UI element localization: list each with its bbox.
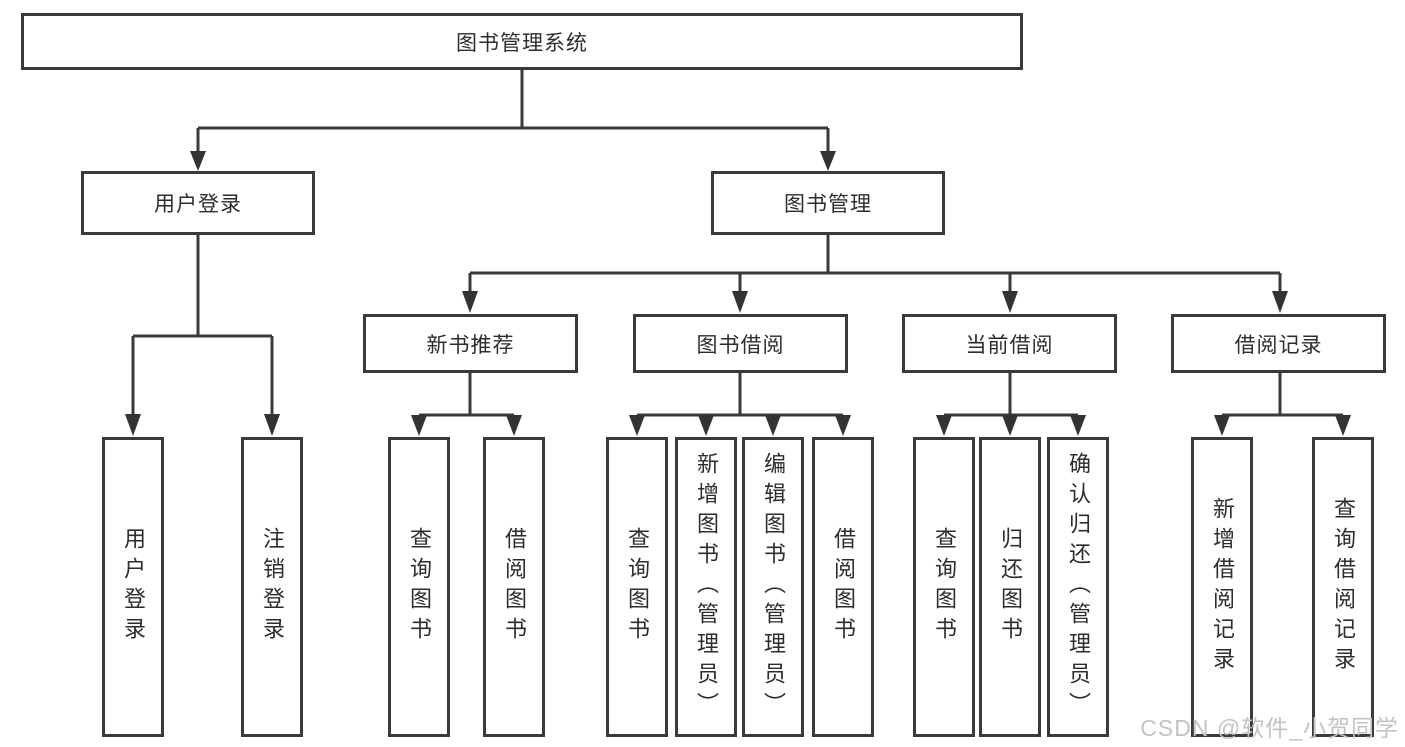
leaf-query-borrow-record: 查询借阅记录 <box>1312 437 1374 737</box>
leaf-query-book-current-label: 查询图书 <box>932 527 957 647</box>
node-borrow-records: 借阅记录 <box>1171 314 1386 373</box>
leaf-edit-book-admin-label: 编辑图书（管理员） <box>761 452 786 722</box>
arrow-down-icon <box>125 414 141 436</box>
arrow-down-icon <box>411 415 427 436</box>
node-library-system: 图书管理系统 <box>21 13 1023 70</box>
arrow-down-icon <box>1272 291 1288 313</box>
arrow-down-icon <box>698 415 714 436</box>
leaf-logout: 注销登录 <box>241 437 303 737</box>
node-user-login: 用户登录 <box>81 171 315 235</box>
arrow-down-icon <box>732 291 748 313</box>
arrow-down-icon <box>506 415 522 436</box>
edge-borrow-records-to-leaves <box>1214 373 1351 436</box>
arrow-down-icon <box>936 415 952 436</box>
arrow-down-icon <box>1002 291 1018 313</box>
edge-book-mgmt-to-level3 <box>462 235 1288 313</box>
leaf-return-book: 归还图书 <box>979 437 1041 737</box>
node-current-borrow-label: 当前借阅 <box>965 333 1054 357</box>
arrow-down-icon <box>1214 415 1230 436</box>
node-current-borrow: 当前借阅 <box>902 314 1117 373</box>
leaf-query-borrow-record-label: 查询借阅记录 <box>1331 497 1356 677</box>
node-library-system-label: 图书管理系统 <box>456 31 588 55</box>
edge-new-book-rec-to-leaves <box>411 373 522 436</box>
leaf-logout-label: 注销登录 <box>260 527 285 647</box>
leaf-confirm-return-admin-label: 确认归还（管理员） <box>1066 452 1091 722</box>
arrow-down-icon <box>190 151 206 171</box>
node-new-book-recommend-label: 新书推荐 <box>426 333 515 357</box>
leaf-borrow-book-borrow: 借阅图书 <box>812 437 874 737</box>
leaf-borrow-book-newrec: 借阅图书 <box>483 437 545 737</box>
edge-root-to-level2 <box>190 70 836 171</box>
arrow-down-icon <box>765 415 781 436</box>
arrow-down-icon <box>1335 415 1351 436</box>
leaf-query-book-current: 查询图书 <box>913 437 975 737</box>
node-book-borrow: 图书借阅 <box>633 314 848 373</box>
leaf-borrow-book-borrow-label: 借阅图书 <box>831 527 856 647</box>
leaf-borrow-book-newrec-label: 借阅图书 <box>502 527 527 647</box>
leaf-return-book-label: 归还图书 <box>998 527 1023 647</box>
arrow-down-icon <box>629 415 645 436</box>
node-borrow-records-label: 借阅记录 <box>1234 333 1323 357</box>
leaf-user-login: 用户登录 <box>102 437 164 737</box>
edge-user-login-to-leaves <box>125 235 280 436</box>
node-new-book-recommend: 新书推荐 <box>363 314 578 373</box>
arrow-down-icon <box>1002 415 1018 436</box>
leaf-add-book-admin-label: 新增图书（管理员） <box>694 452 719 722</box>
leaf-query-book-newrec: 查询图书 <box>388 437 450 737</box>
leaf-user-login-label: 用户登录 <box>121 527 146 647</box>
node-user-login-label: 用户登录 <box>154 193 242 216</box>
leaf-query-book-borrow: 查询图书 <box>606 437 668 737</box>
arrow-down-icon <box>820 151 836 171</box>
leaf-edit-book-admin: 编辑图书（管理员） <box>742 437 804 737</box>
edge-current-borrow-to-leaves <box>936 373 1086 436</box>
arrow-down-icon <box>835 415 851 436</box>
leaf-query-book-borrow-label: 查询图书 <box>625 527 650 647</box>
leaf-confirm-return-admin: 确认归还（管理员） <box>1047 437 1109 737</box>
arrow-down-icon <box>264 414 280 436</box>
arrow-down-icon <box>462 291 478 313</box>
node-book-management-label: 图书管理 <box>784 193 872 216</box>
leaf-add-borrow-record: 新增借阅记录 <box>1191 437 1253 737</box>
leaf-query-book-newrec-label: 查询图书 <box>407 527 432 647</box>
leaf-add-borrow-record-label: 新增借阅记录 <box>1210 497 1235 677</box>
arrow-down-icon <box>1070 415 1086 436</box>
node-book-management: 图书管理 <box>711 171 945 235</box>
node-book-borrow-label: 图书借阅 <box>696 333 785 357</box>
leaf-add-book-admin: 新增图书（管理员） <box>675 437 737 737</box>
edge-book-borrow-to-leaves <box>629 373 851 436</box>
